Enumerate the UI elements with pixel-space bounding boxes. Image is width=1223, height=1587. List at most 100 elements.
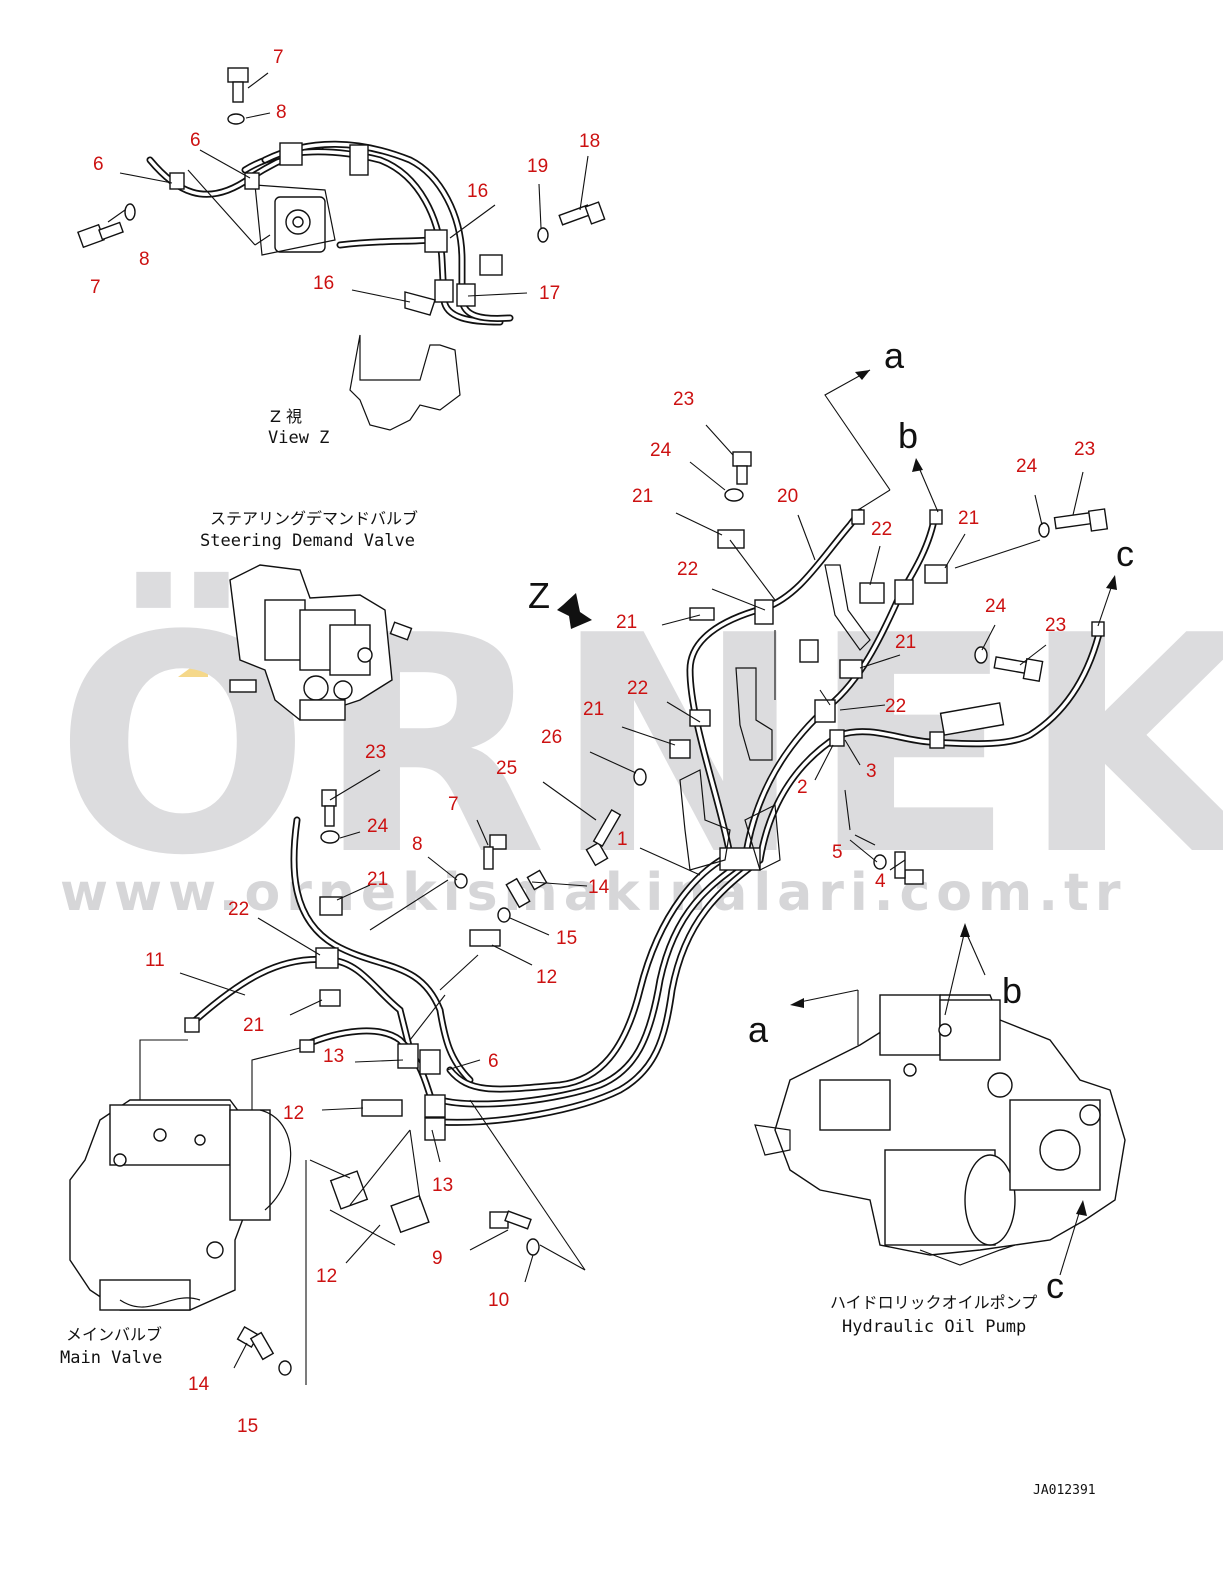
bolt-9	[489, 1210, 532, 1230]
washer	[124, 203, 136, 221]
callout-22: 22	[885, 696, 906, 717]
callout-14: 14	[188, 1374, 210, 1395]
svg-text:7: 7	[90, 277, 101, 298]
bolt	[558, 201, 606, 226]
callout-22: 22	[627, 678, 648, 699]
callout-12: 12	[283, 1103, 304, 1124]
bolt	[227, 67, 249, 103]
callout-2: 2	[797, 777, 808, 798]
view-letter-a-top: a	[884, 335, 905, 376]
hose-runs	[139, 369, 1117, 1385]
svg-text:6: 6	[93, 154, 104, 175]
arrow-a-pump	[790, 998, 804, 1008]
callout-1: 1	[617, 829, 628, 850]
watermark-accent-left	[105, 655, 165, 677]
callout-24: 24	[1016, 456, 1038, 477]
view-z-detail: 7 8 6 6 7 8 16 16 17 19 18 Z 視 View Z	[77, 47, 606, 448]
view-letter-c-top: c	[1116, 533, 1134, 574]
arrow-c-pump	[1076, 1200, 1087, 1216]
bolt	[77, 221, 124, 249]
callout-22: 22	[677, 559, 698, 580]
callout-24: 24	[367, 816, 389, 837]
view-z-caption-jp: Z 視	[270, 407, 302, 426]
view-letter-b-pump: b	[1002, 970, 1022, 1011]
steering-demand-valve: ステアリングデマンドバルブ Steering Demand Valve	[200, 509, 418, 721]
callout-21: 21	[243, 1015, 264, 1036]
callout-21: 21	[616, 612, 637, 633]
svg-text:8: 8	[139, 249, 150, 270]
callout-11: 11	[145, 950, 165, 971]
callout-21: 21	[367, 869, 388, 890]
clamp-21	[717, 529, 745, 549]
hydraulic-oil-pump: ハイドロリックオイルポンプ Hydraulic Oil Pump	[754, 923, 1126, 1337]
callout-23: 23	[365, 742, 386, 763]
bolt-4	[894, 851, 924, 885]
callout-21: 21	[895, 632, 916, 653]
main-valve-caption-en: Main Valve	[60, 1348, 162, 1368]
callout-8: 8	[412, 834, 423, 855]
main-valve-caption-jp: メインバルブ	[66, 1325, 162, 1344]
arrow-b-pump	[960, 923, 970, 937]
pump-caption-jp: ハイドロリックオイルポンプ	[830, 1293, 1037, 1312]
arrow-b-top	[912, 458, 923, 472]
clamp	[169, 172, 185, 190]
callout-21: 21	[958, 508, 979, 529]
bolt-23d	[321, 789, 337, 827]
steering-caption-jp: ステアリングデマンドバルブ	[210, 509, 418, 528]
callout-4: 4	[875, 871, 886, 892]
arrow-c-top	[1106, 575, 1117, 590]
main-valve: メインバルブ Main Valve	[60, 1099, 292, 1368]
view-letter-c-pump: c	[1046, 1265, 1064, 1306]
bolt-23b	[1053, 508, 1109, 532]
callout-22: 22	[228, 899, 249, 920]
callout-20: 20	[777, 486, 798, 507]
view-letter-z: Z	[528, 575, 550, 616]
callout-10: 10	[488, 1290, 509, 1311]
svg-text:8: 8	[276, 102, 287, 123]
callout-5: 5	[832, 842, 843, 863]
callout-15: 15	[237, 1416, 258, 1437]
watermark-url: www.ornekismakinalari.com.tr	[60, 863, 1126, 923]
svg-text:16: 16	[467, 181, 488, 202]
bolt-23	[732, 451, 752, 485]
callout-23: 23	[673, 389, 694, 410]
bolt-25	[585, 808, 622, 867]
arrow-a-top	[855, 370, 870, 380]
bolt-14	[505, 869, 548, 909]
svg-text:16: 16	[313, 273, 334, 294]
callout-24: 24	[650, 440, 672, 461]
svg-text:7: 7	[273, 47, 284, 68]
callout-21: 21	[632, 486, 653, 507]
callout-21: 21	[583, 699, 604, 720]
callout-22: 22	[871, 519, 892, 540]
callout-13: 13	[432, 1175, 453, 1196]
callout-3: 3	[866, 761, 877, 782]
callout-9: 9	[432, 1248, 443, 1269]
callout-23: 23	[1045, 615, 1066, 636]
steering-caption-en: Steering Demand Valve	[200, 531, 415, 551]
bracket	[349, 334, 461, 431]
callout-13: 13	[323, 1046, 344, 1067]
svg-text:18: 18	[579, 131, 600, 152]
clamp	[315, 947, 339, 969]
watermark-accent-right	[178, 655, 208, 677]
callout-23: 23	[1074, 439, 1095, 460]
washer	[537, 227, 549, 243]
bolt-7	[483, 834, 507, 870]
view-letter-b-top: b	[898, 415, 918, 456]
callout-12: 12	[316, 1266, 337, 1287]
bolt-23c	[993, 656, 1044, 683]
callout-14: 14	[588, 877, 610, 898]
view-z-caption-en: View Z	[268, 428, 329, 448]
callout-12: 12	[536, 967, 557, 988]
view-letter-a-pump: a	[748, 1009, 769, 1050]
svg-text:17: 17	[539, 283, 560, 304]
callout-26: 26	[541, 727, 562, 748]
bolt-14b	[236, 1325, 275, 1361]
pump-caption-en: Hydraulic Oil Pump	[842, 1317, 1026, 1337]
svg-text:19: 19	[527, 156, 548, 177]
drawing-code: JA012391	[1033, 1483, 1096, 1498]
washer	[227, 113, 245, 125]
callout-25: 25	[496, 758, 517, 779]
